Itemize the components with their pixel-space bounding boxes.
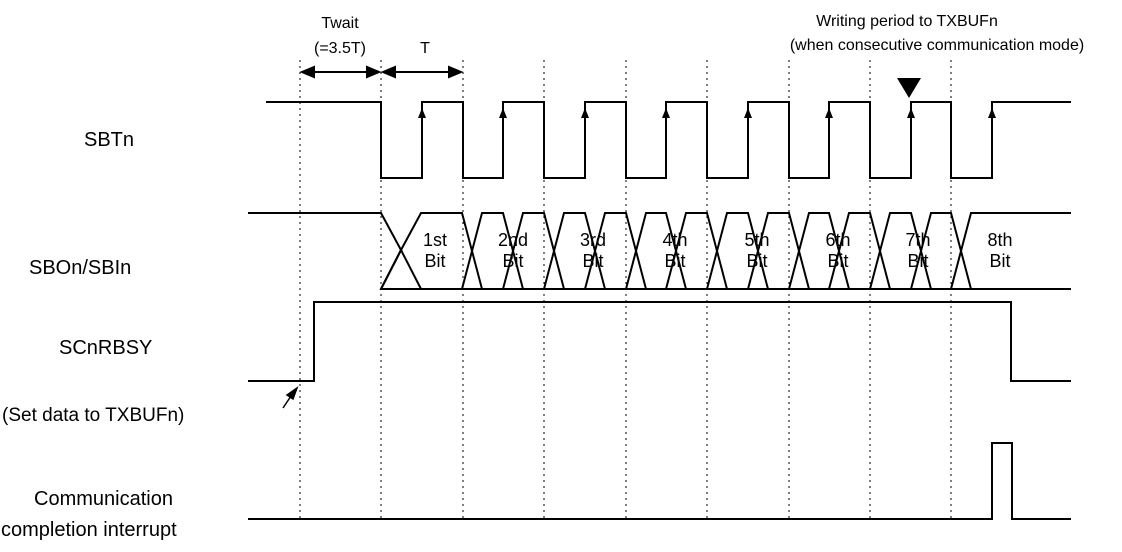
- sbon-sbin-waveform: [248, 212, 1071, 290]
- writing-period-marker: [897, 78, 921, 98]
- reference-gridlines: [299, 60, 952, 522]
- set-data-arrow: [282, 386, 299, 409]
- set-data-label: (Set data to TXBUFn): [2, 405, 185, 426]
- twait-label: Twait: [321, 15, 359, 32]
- sbtn-rising-edge-arrows: [418, 108, 996, 118]
- interrupt-waveform: [248, 442, 1071, 520]
- twait-value-label: (=3.5T): [313, 40, 366, 57]
- signal-label-sbtn: SBTn: [84, 129, 135, 151]
- sbtn-waveform: [266, 101, 1071, 179]
- writing-period-label: Writing period to TXBUFn: [816, 13, 998, 30]
- period-t-label: T: [420, 40, 430, 57]
- signal-label-scnrbsy: SCnRBSY: [59, 337, 153, 359]
- period-arrows: [299, 65, 464, 79]
- writing-period-mode-label: (when consecutive communication mode): [789, 37, 1085, 54]
- signal-label-comm-line2: completion interrupt: [1, 519, 177, 541]
- signal-label-sbon-sbin: SBOn/SBIn: [29, 257, 132, 279]
- signal-label-comm-line1: Communication: [34, 488, 173, 510]
- scnrbsy-waveform: [248, 301, 1071, 382]
